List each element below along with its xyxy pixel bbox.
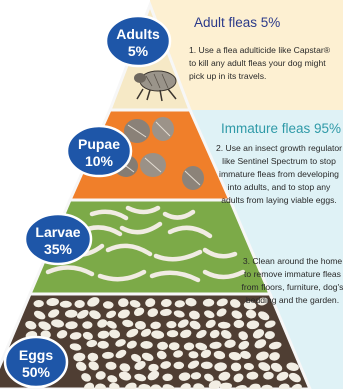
pupae-badge: Pupae 10% (67, 126, 131, 176)
eggs-badge: Eggs 50% (5, 337, 67, 387)
egg (234, 320, 245, 328)
pupae-badge-percent: 10% (85, 153, 114, 169)
pupae-badge-name: Pupae (78, 136, 120, 152)
step-3-text: 3. Clean around the home to remove immat… (240, 255, 343, 307)
egg (60, 301, 72, 308)
adults-badge-name: Adults (116, 26, 160, 42)
adults-badge: Adults 5% (106, 16, 170, 66)
larvae-badge: Larvae 35% (25, 214, 91, 264)
eggs-badge-name: Eggs (19, 347, 53, 363)
adults-badge-percent: 5% (128, 43, 149, 59)
larvae-badge-percent: 35% (44, 241, 73, 257)
larvae-badge-name: Larvae (35, 224, 80, 240)
step-1-text: 1. Use a flea adulticide like Capstar® t… (189, 44, 339, 83)
immature-fleas-heading: Immature fleas 95% (221, 121, 341, 137)
step-2-text: 2. Use an insect growth regulator like S… (215, 142, 343, 207)
adult-fleas-heading: Adult fleas 5% (194, 15, 280, 31)
eggs-badge-percent: 50% (22, 364, 51, 380)
